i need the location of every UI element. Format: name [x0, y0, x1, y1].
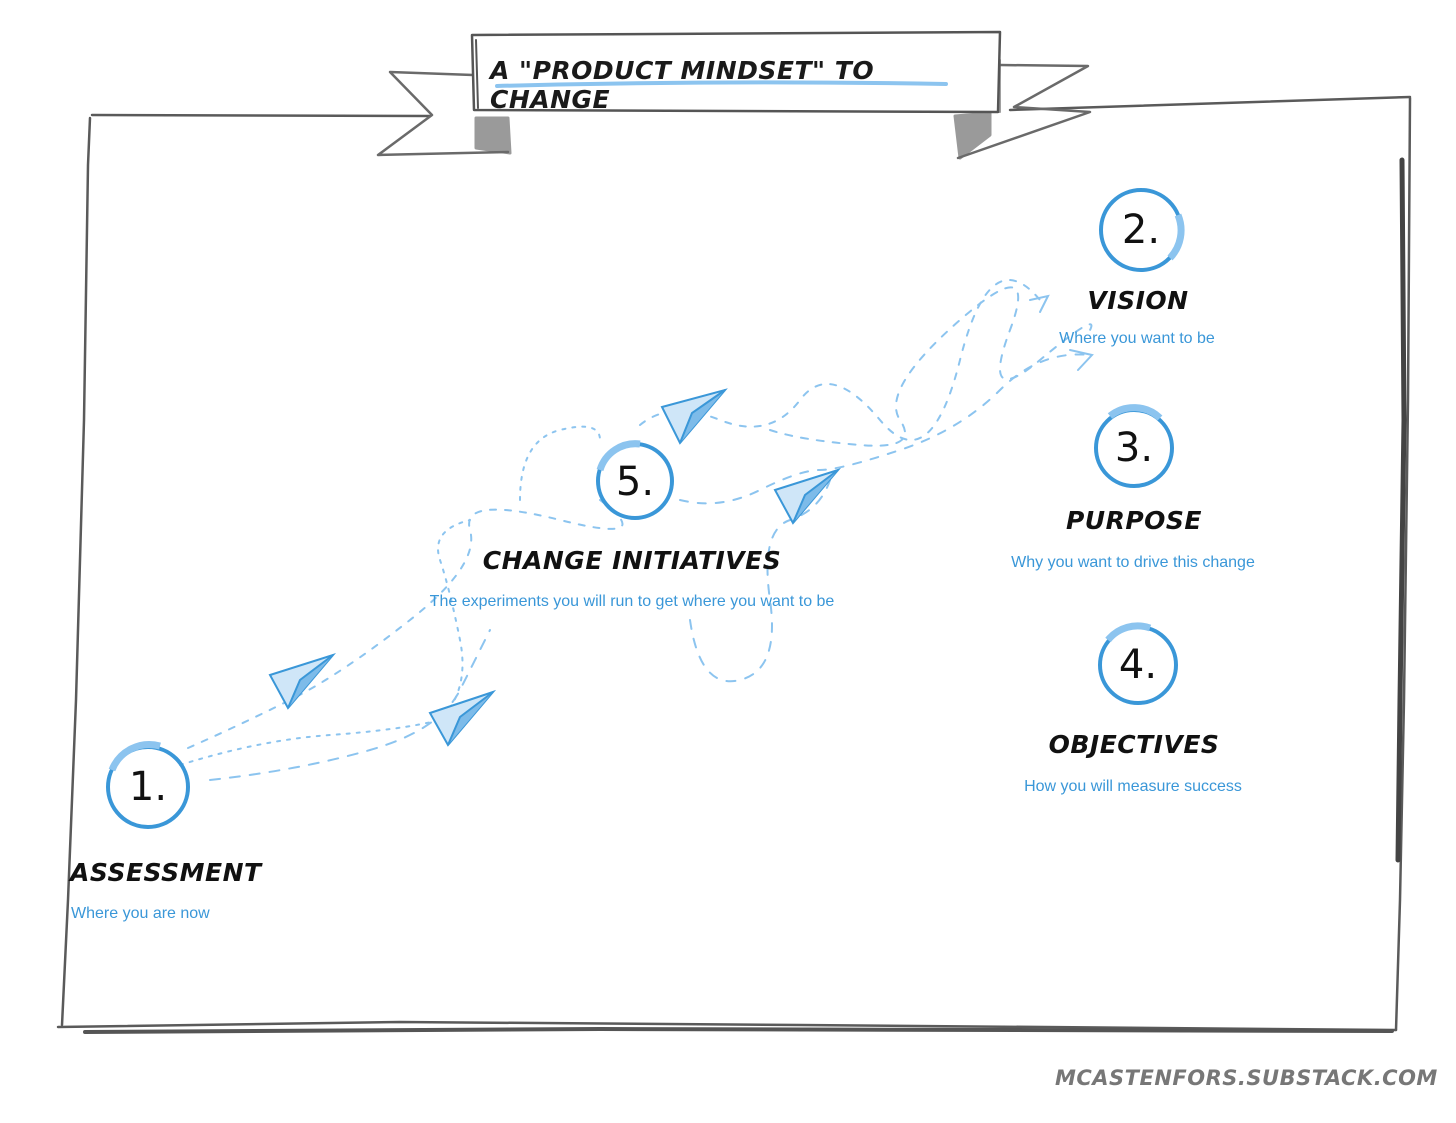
paper-plane-icon [660, 388, 728, 445]
footer-site: MCASTENFORS.SUBSTACK.COM [1055, 1066, 1438, 1090]
step-5-number: 5. [615, 459, 655, 505]
step-5-description: The experiments you will run to get wher… [429, 593, 835, 610]
step-4-title: OBJECTIVES [1048, 730, 1220, 759]
step-2-title: VISION [1087, 286, 1189, 315]
step-1-number: 1. [128, 764, 168, 810]
step-2-circle [1099, 188, 1185, 272]
journey-paths [179, 279, 1094, 781]
step-4-number: 4. [1118, 642, 1158, 688]
step-2-number: 2. [1121, 207, 1161, 253]
step-1-circle [106, 741, 190, 829]
step-1-description: Where you are now [71, 905, 210, 922]
step-3-description: Why you want to drive this change [1011, 554, 1255, 571]
step-2-description: Where you want to be [1059, 330, 1215, 347]
step-4-circle [1098, 622, 1178, 705]
paper-plane-icon [428, 689, 497, 747]
paper-plane-icon [268, 652, 337, 710]
step-3-number: 3. [1114, 425, 1154, 471]
paper-plane-icon [773, 467, 842, 525]
step-4-description: How you will measure success [1024, 778, 1242, 795]
step-1-title: ASSESSMENT [70, 858, 262, 887]
step-3-title: PURPOSE [1065, 506, 1203, 535]
step-5-title: CHANGE INITIATIVES [482, 546, 782, 575]
title-banner [376, 30, 1092, 160]
diagram-title: A "PRODUCT MINDSET" TO CHANGE [490, 56, 875, 114]
step-5-circle [596, 440, 674, 520]
step-3-circle [1094, 404, 1174, 488]
sketch-frame [56, 95, 1412, 1034]
